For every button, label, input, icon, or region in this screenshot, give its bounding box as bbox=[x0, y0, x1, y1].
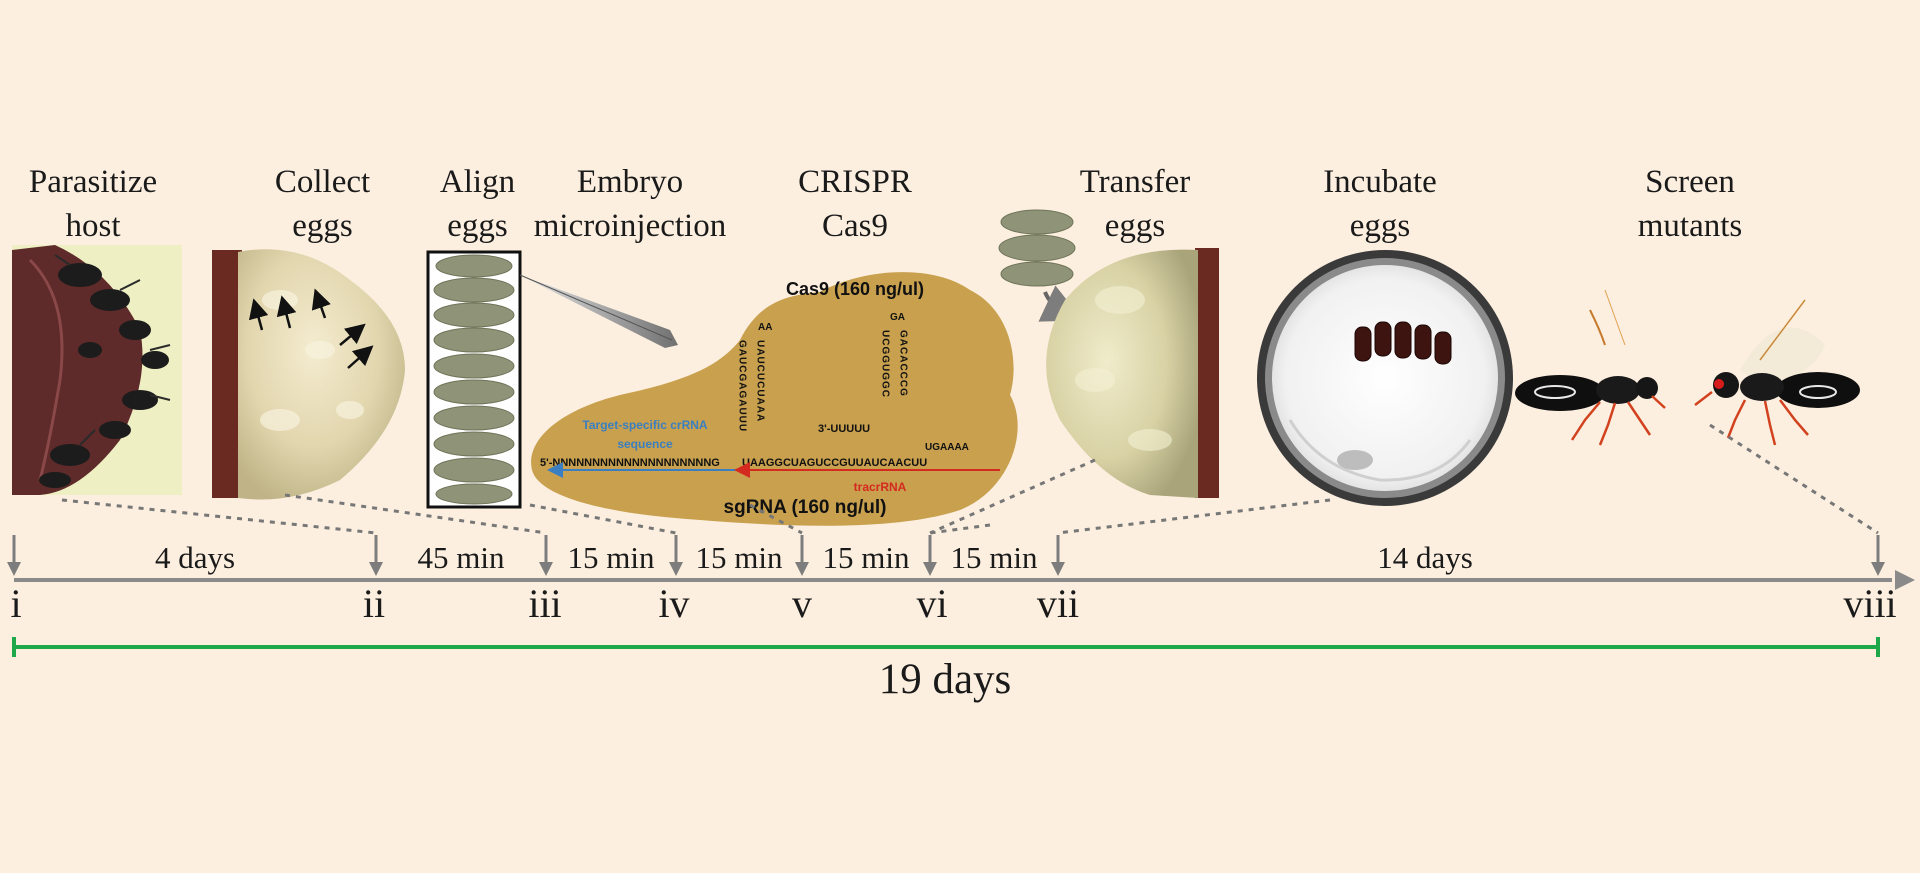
stem2-right: GACACCCG bbox=[898, 330, 909, 397]
step-label-parasitize-host: Parasitize host bbox=[28, 164, 158, 244]
petri-dish-image bbox=[1257, 250, 1513, 506]
stem1-left: GAUCGAGAUUU bbox=[737, 340, 748, 432]
stem2-left: UCGGUGGC bbox=[880, 330, 891, 398]
aligned-eggs-image bbox=[426, 250, 522, 509]
crrna-label: Target-specific crRNA bbox=[582, 418, 707, 432]
step-numeral-viii: viii bbox=[1843, 581, 1897, 626]
bottom-sequence: UAAGGCUAGUCCGUUAUCAACUU bbox=[742, 457, 927, 469]
host-pupa-image bbox=[12, 245, 182, 495]
step-numeral-ii: ii bbox=[362, 581, 386, 626]
wasp-mutants-image bbox=[1515, 289, 1860, 446]
wasp-left bbox=[1515, 289, 1666, 446]
timeline-arrowhead bbox=[1895, 570, 1915, 590]
stem1-right: UAUCUCUAAA bbox=[755, 340, 766, 422]
step-label-collect-eggs: Collect eggs bbox=[274, 164, 371, 244]
stem1-loop: AA bbox=[758, 322, 772, 333]
crrna-label-2: sequence bbox=[617, 437, 673, 451]
timeline-ticks bbox=[12, 535, 1880, 565]
collected-eggs-image bbox=[212, 249, 405, 500]
crispr-cas9-panel: Cas9 (160 ng/ul) sgRNA (160 ng/ul) Targe… bbox=[531, 272, 1018, 526]
step-numeral-vi: vi bbox=[916, 581, 948, 626]
tracrrna-label: tracrRNA bbox=[854, 480, 907, 494]
interval-label: 15 min bbox=[822, 540, 910, 575]
step-numeral-iii: iii bbox=[528, 581, 562, 626]
total-duration-bar bbox=[12, 637, 1880, 657]
three-prime-sequence: 3'-UUUUU bbox=[818, 423, 870, 435]
step-label-screen-mutants: Screen mutants bbox=[1637, 164, 1743, 244]
step-numeral-vii: vii bbox=[1036, 581, 1080, 626]
injection-needle bbox=[519, 274, 678, 348]
total-duration-label: 19 days bbox=[878, 656, 1012, 703]
step-label-crispr-cas9: CRISPR Cas9 bbox=[798, 164, 912, 244]
interval-label: 15 min bbox=[567, 540, 655, 575]
interval-label: 15 min bbox=[695, 540, 783, 575]
sgrna-label: sgRNA (160 ng/ul) bbox=[724, 497, 887, 518]
timeline-tick-heads bbox=[7, 562, 1885, 576]
interval-label: 4 days bbox=[154, 540, 236, 575]
transfer-eggs-image bbox=[998, 209, 1219, 498]
step-label-incubate-eggs: Incubate eggs bbox=[1323, 164, 1437, 244]
cas9-label: Cas9 (160 ng/ul) bbox=[786, 279, 924, 299]
interval-label: 45 min bbox=[417, 540, 505, 575]
step-numeral-i: i bbox=[10, 581, 22, 626]
step-label-align-eggs: Align eggs bbox=[439, 164, 516, 244]
tail-sequence: UGAAAA bbox=[925, 442, 969, 453]
step-label-transfer-eggs: Transfer eggs bbox=[1079, 164, 1191, 244]
five-prime-sequence: 5'-NNNNNNNNNNNNNNNNNNNNG bbox=[540, 457, 720, 469]
interval-label: 14 days bbox=[1377, 540, 1473, 575]
wasp-right bbox=[1694, 299, 1860, 446]
step-numeral-iv: iv bbox=[658, 581, 690, 626]
stem2-loop: GA bbox=[890, 312, 905, 323]
connector-lines bbox=[61, 423, 1879, 535]
step-label-embryo-microinjection: Embryo microinjection bbox=[533, 164, 727, 244]
interval-label: 15 min bbox=[950, 540, 1038, 575]
step-numeral-v: v bbox=[792, 581, 812, 626]
